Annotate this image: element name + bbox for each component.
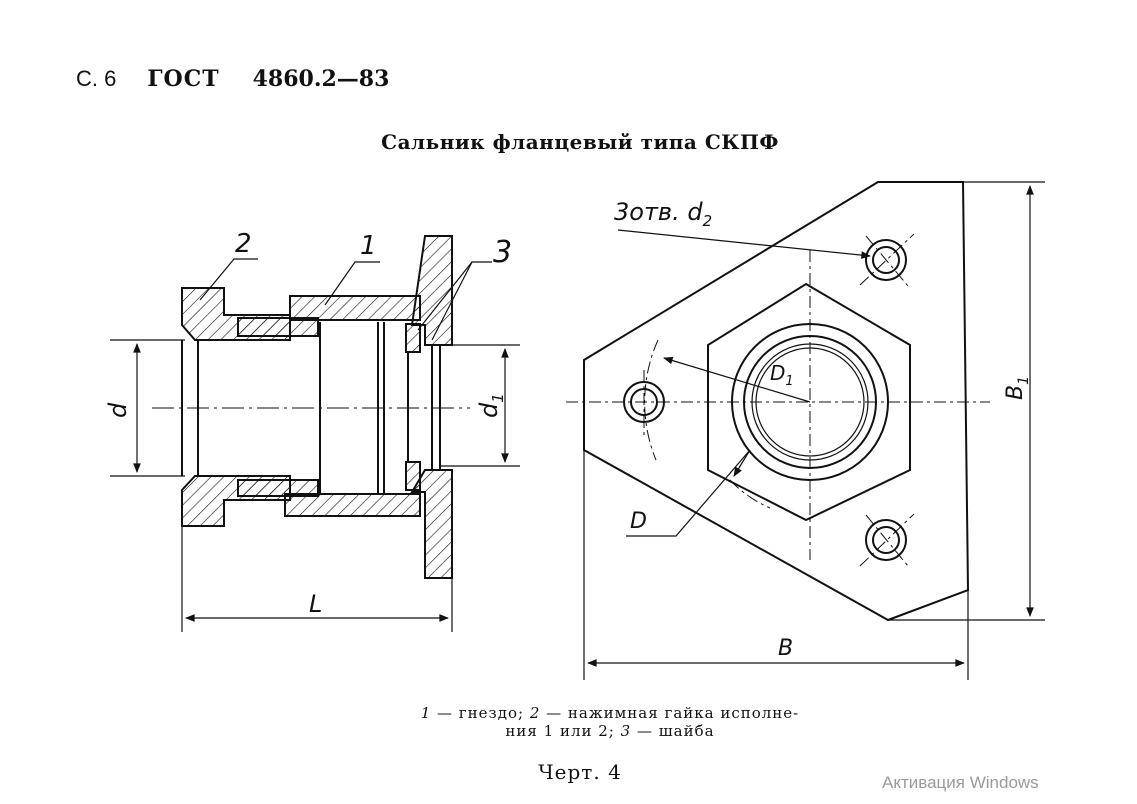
callout-2: 2 [235, 229, 252, 259]
washer-section-bottom [405, 461, 421, 491]
dim-d-label: d [104, 402, 132, 418]
holes-label: 3отв. d2 [614, 198, 712, 230]
flange-plan-view [566, 181, 990, 622]
standard-number: 4860.2—83 [252, 66, 390, 92]
dim-D-label: D [630, 509, 647, 534]
callout-1: 1 [360, 231, 377, 261]
left-dimensions [110, 258, 520, 632]
dim-B-label: B [778, 636, 793, 661]
dim-D1-label: D1 [770, 361, 794, 389]
dim-B1-label: B1 [1003, 376, 1032, 400]
figure-label: Черт. 4 [538, 760, 622, 784]
standard-prefix: ГОСТ [147, 66, 220, 92]
windows-activation-watermark: Активация Windows [882, 773, 1039, 792]
dim-d1-label: d1 [475, 393, 507, 418]
hole-bottom [865, 519, 907, 561]
body-section-top [289, 295, 421, 321]
gland-section-view [152, 235, 470, 579]
caption-line-2: ния 1 или 2; 3 — шайба [505, 722, 715, 740]
body-section-bottom [284, 493, 421, 517]
right-dimensions [583, 181, 1045, 680]
left-dimension-labels: 2 1 3 d d1 L [104, 229, 512, 618]
flange-section-bottom [410, 469, 453, 579]
page-number: С. 6 [76, 66, 117, 91]
drawing-title: Сальник фланцевый типа СКПФ [381, 130, 779, 154]
hole-top [865, 239, 907, 281]
hex-nut-outline [707, 282, 911, 522]
right-dimension-labels: 3отв. d2 D1 D B B1 [614, 198, 1032, 661]
figure-caption: 1 — гнездо; 2 — нажимная гайка исполне- … [300, 704, 920, 740]
dim-L-label: L [309, 590, 322, 618]
page-header: С. 6 ГОСТ 4860.2—83 [76, 66, 389, 92]
callout-3: 3 [493, 235, 512, 270]
caption-line-1: 1 — гнездо; 2 — нажимная гайка исполне- [420, 704, 800, 722]
washer-section-top [405, 323, 421, 353]
